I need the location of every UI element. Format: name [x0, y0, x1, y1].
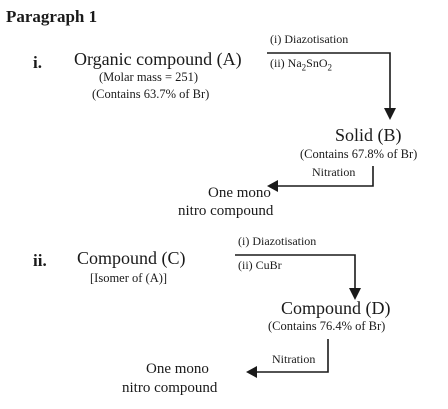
part-i-step-reduction: (ii) Na2SnO2: [270, 56, 332, 73]
part-ii-numeral: ii.: [33, 251, 47, 270]
paragraph-heading: Paragraph 1: [6, 7, 98, 26]
part-i-result-line2: nitro compound: [178, 203, 274, 219]
compound-c-label: Compound (C): [77, 248, 186, 268]
compound-a-label: Organic compound (A): [74, 49, 242, 69]
compound-d-br-content: (Contains 76.4% of Br): [268, 319, 386, 333]
compound-d-label: Compound (D): [281, 298, 391, 318]
arrow-a-to-b: [267, 52, 391, 112]
part-i-result-line1: One mono: [208, 185, 271, 201]
part-ii-step-diazotisation: (i) Diazotisation: [238, 234, 317, 248]
arrow-b-to-nitro: [276, 166, 374, 187]
arrow-c-to-d: [235, 254, 356, 292]
part-i-nitration-label: Nitration: [312, 165, 356, 179]
compound-c-isomer-note: [Isomer of (A)]: [90, 271, 168, 285]
solid-b-label: Solid (B): [335, 125, 402, 145]
arrowhead-b-to-nitro: [267, 180, 278, 192]
part-i-numeral: i.: [33, 53, 42, 72]
part-ii-result-line2: nitro compound: [122, 380, 218, 396]
arrowhead-c-to-d: [349, 288, 361, 300]
part-ii-nitration-label: Nitration: [272, 352, 316, 366]
compound-a-br-content: (Contains 63.7% of Br): [92, 87, 210, 101]
arrowhead-a-to-b: [384, 108, 396, 120]
arrow-d-to-nitro: [255, 339, 329, 373]
arrowhead-d-to-nitro: [246, 366, 257, 378]
solid-b-br-content: (Contains 67.8% of Br): [300, 147, 418, 161]
part-ii-step-cubr: (ii) CuBr: [238, 258, 282, 272]
part-ii-result-line1: One mono: [146, 361, 209, 377]
part-i-step-diazotisation: (i) Diazotisation: [270, 32, 349, 46]
compound-a-molar-mass: (Molar mass = 251): [99, 70, 199, 84]
